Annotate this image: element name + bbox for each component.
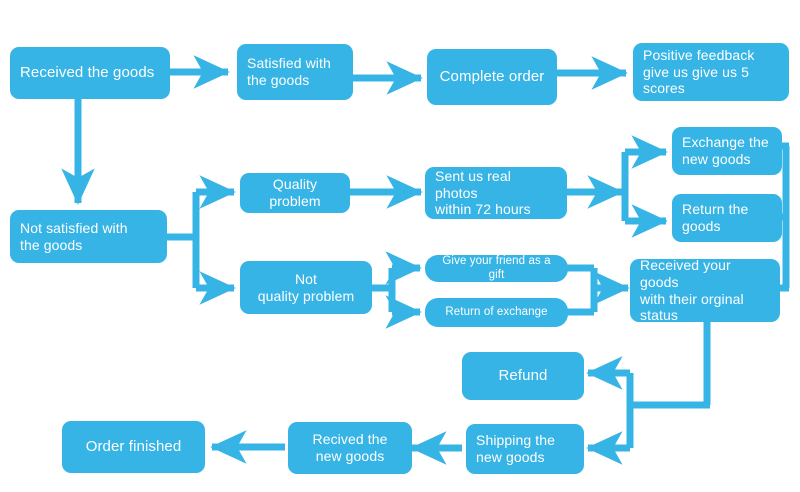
node-label: Order finished (85, 438, 182, 456)
node-order-finished[interactable]: Order finished (62, 421, 205, 473)
node-refund[interactable]: Refund (462, 352, 584, 400)
node-complete-order[interactable]: Complete order (427, 49, 557, 105)
node-label: Complete order (439, 68, 545, 86)
node-received-the-goods[interactable]: Received the goods (10, 47, 170, 99)
node-label: Refund (498, 367, 548, 385)
node-quality-problem[interactable]: Quality problem (240, 173, 350, 213)
node-label: Received the goods (20, 64, 155, 82)
node-label: Quality problem (269, 176, 321, 209)
node-give-friend-as-gift[interactable]: Give your friend as a gift (425, 255, 568, 282)
node-label: Return of exchange (445, 305, 548, 318)
node-return-of-exchange[interactable]: Return of exchange (425, 298, 568, 327)
node-label: Give your friend as a gift (442, 254, 551, 281)
